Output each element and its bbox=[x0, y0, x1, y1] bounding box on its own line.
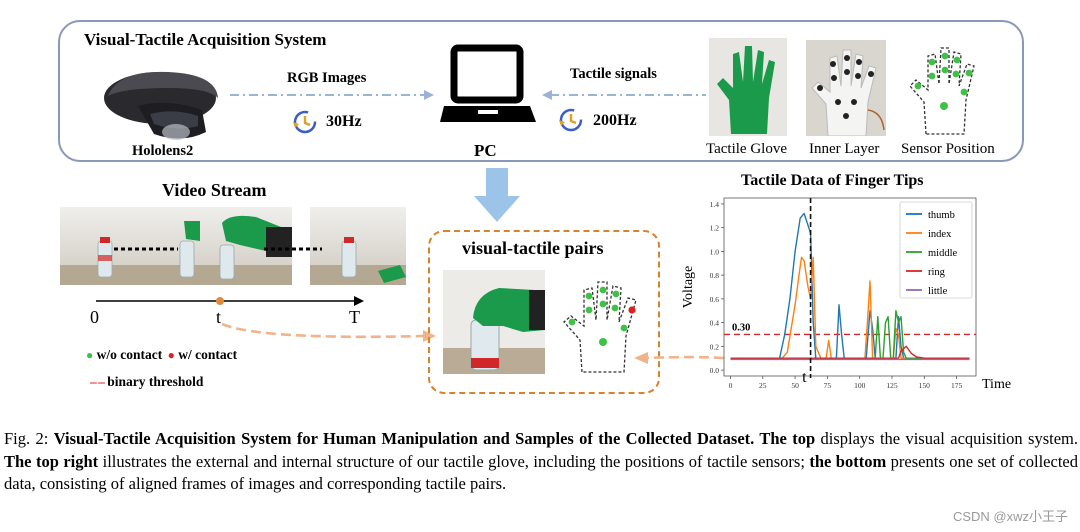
y-tick-label: 0.2 bbox=[710, 342, 720, 351]
caption-text-3: presents one set of collected data, cons… bbox=[4, 451, 1078, 494]
no-contact-label: w/o contact bbox=[96, 347, 163, 362]
timeline-start: 0 bbox=[90, 307, 99, 327]
pair-glove-diagram bbox=[563, 281, 637, 373]
threshold-legend: – – binary threshold bbox=[90, 374, 203, 390]
system-title: Visual-Tactile Acquisition System bbox=[84, 30, 327, 49]
rgb-arrow bbox=[230, 90, 434, 100]
tactile-frequency: 200Hz bbox=[593, 112, 637, 129]
caption-bold-top-right: The top right bbox=[4, 451, 99, 471]
sensor-position-diagram bbox=[909, 47, 975, 135]
video-frames-strip bbox=[60, 207, 406, 285]
pairs-title: visual-tactile pairs bbox=[462, 238, 604, 258]
tactile-arrow bbox=[542, 90, 706, 100]
threshold-value-label: 0.30 bbox=[732, 322, 750, 333]
y-tick-label: 0.6 bbox=[710, 295, 720, 304]
rgb-images-label: RGB Images bbox=[287, 70, 367, 86]
x-tick-label: 75 bbox=[824, 381, 832, 390]
rgb-frequency: 30Hz bbox=[326, 113, 362, 130]
caption-bold-title: Visual-Tactile Acquisition System for Hu… bbox=[53, 429, 816, 448]
threshold-label: binary threshold bbox=[107, 374, 204, 389]
tactile-glove-caption: Tactile Glove bbox=[706, 141, 787, 157]
y-tick-label: 1.4 bbox=[710, 200, 720, 209]
y-tick-label: 0.8 bbox=[710, 271, 720, 280]
laptop-icon bbox=[440, 44, 536, 122]
x-tick-label: 50 bbox=[791, 381, 799, 390]
figure-caption: Fig. 2: Visual-Tactile Acquisition Syste… bbox=[4, 428, 1078, 496]
caption-text-2: illustrates the external and internal st… bbox=[98, 451, 810, 471]
caption-text-1: displays the visual acquisition system. bbox=[820, 429, 1078, 448]
y-axis-label: Voltage bbox=[681, 266, 696, 309]
clock-icon bbox=[559, 108, 583, 132]
red-dot-icon: ● bbox=[167, 348, 175, 362]
chart-title: Tactile Data of Finger Tips bbox=[741, 172, 924, 189]
acquisition-system-box bbox=[58, 20, 1024, 162]
tactile-glove-photo bbox=[709, 38, 787, 136]
y-tick-label: 0.4 bbox=[710, 319, 720, 328]
legend-label-ring: ring bbox=[928, 267, 946, 278]
green-dot-icon: ● bbox=[86, 348, 94, 362]
contact-legend: ● w/o contact ● w/ contact bbox=[86, 347, 237, 363]
x-tick-label: 25 bbox=[759, 381, 767, 390]
caption-prefix: Fig. 2: bbox=[4, 429, 54, 448]
legend-label-middle: middle bbox=[928, 248, 958, 259]
y-tick-label: 1.2 bbox=[710, 224, 720, 233]
y-tick-label: 1.0 bbox=[710, 247, 720, 256]
t-leader-arrow bbox=[221, 322, 436, 342]
legend-label-thumb: thumb bbox=[928, 210, 955, 221]
x-tick-label: 100 bbox=[854, 381, 866, 390]
csdn-watermark: CSDN @xwz小王子 bbox=[952, 509, 1068, 524]
inner-layer-caption: Inner Layer bbox=[809, 141, 880, 157]
contact-label: w/ contact bbox=[178, 347, 238, 362]
x-tick-label: 150 bbox=[919, 381, 931, 390]
y-tick-label: 0.0 bbox=[710, 366, 720, 375]
timeline-axis bbox=[96, 296, 364, 306]
x-tick-label: 0 bbox=[729, 381, 733, 390]
time-marker-label: t bbox=[802, 369, 807, 386]
pc-label: PC bbox=[474, 141, 497, 160]
series-line-ring bbox=[730, 345, 970, 359]
timeline-end: T bbox=[349, 307, 360, 327]
x-tick-label: 125 bbox=[886, 381, 898, 390]
legend-label-index: index bbox=[928, 229, 952, 240]
inner-layer-photo bbox=[806, 40, 886, 137]
chart-legend-box bbox=[899, 201, 973, 299]
x-tick-label: 175 bbox=[951, 381, 963, 390]
hololens-label: Hololens2 bbox=[132, 143, 194, 159]
caption-bold-bottom: the bottom bbox=[809, 451, 887, 471]
tactile-signals-label: Tactile signals bbox=[570, 66, 657, 82]
hololens-headset-image bbox=[104, 71, 218, 140]
x-axis-label: Time bbox=[982, 377, 1011, 392]
down-arrow bbox=[474, 168, 520, 222]
pair-frame-photo bbox=[443, 270, 545, 374]
clock-icon bbox=[293, 110, 317, 134]
legend-label-little: little bbox=[928, 286, 948, 297]
tactile-chart: 0.0 0.2 0.4 0.6 0.8 1.0 1.2 1.4 0 25 50 75 100 125 150… bbox=[681, 197, 1011, 392]
red-dash-icon: – – bbox=[90, 374, 105, 389]
pairs-box bbox=[428, 230, 660, 394]
sensor-position-caption: Sensor Position bbox=[901, 141, 995, 157]
video-stream-title: Video Stream bbox=[162, 180, 267, 200]
timeline-t: t bbox=[216, 307, 222, 327]
